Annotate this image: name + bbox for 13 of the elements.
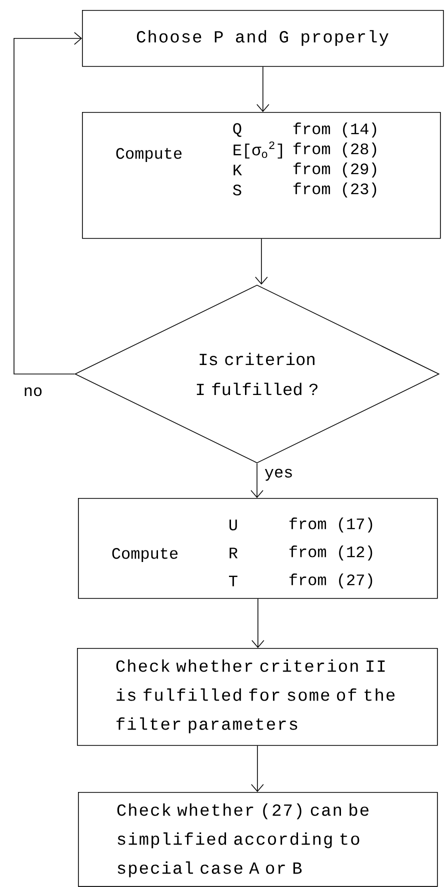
arrow	[256, 66, 270, 112]
edge-label: no	[22, 386, 44, 398]
process-box: Compute Q from (14) E[σ$_{o}$$^{2}$] from (28) K from (29) S from (23)	[82, 112, 441, 239]
process-box: Choose P and G properly	[82, 10, 444, 67]
arrow	[251, 745, 264, 792]
arrow	[14, 32, 82, 374]
arrow	[250, 463, 264, 498]
edge-label: yes	[263, 468, 294, 482]
process-box: Compute U from (17) R from (12) T from (27)	[78, 498, 438, 599]
process-box: Check whether (27) can be simplified according to special case A or B	[78, 792, 438, 887]
arrow	[255, 238, 268, 285]
arrow	[252, 598, 264, 648]
process-box: Check whether criterion II is fulfilled for some of the filter parameters	[77, 648, 438, 746]
